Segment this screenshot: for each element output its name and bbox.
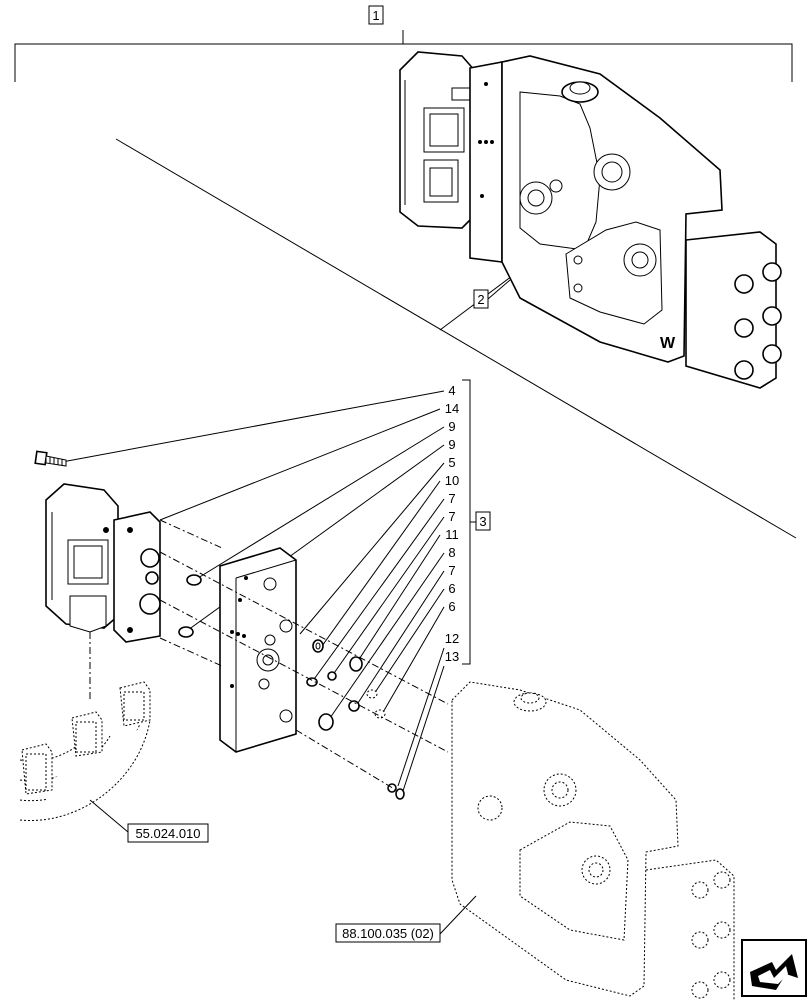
wiring-harness <box>19 681 151 822</box>
callout-10[interactable]: 10 <box>445 473 459 488</box>
callout-list: 3 4 14 9 9 5 10 7 7 11 8 7 6 6 12 13 <box>445 379 491 665</box>
callout-5[interactable]: 5 <box>448 455 455 470</box>
callout-box-1[interactable] <box>368 5 384 25</box>
callout-3: 3 <box>479 514 486 529</box>
valve-reference-group[interactable]: 88.100.035 (02) <box>335 895 477 943</box>
wiring-reference-label: 55.024.010 <box>135 826 200 841</box>
plug-parts-9 <box>178 574 202 638</box>
assembled-valve-section: W <box>399 51 782 389</box>
valve-reference-box[interactable] <box>335 923 441 943</box>
connector-b <box>71 711 103 757</box>
callout-2: 2 <box>477 292 484 307</box>
callout-11[interactable]: 11 <box>445 527 459 542</box>
callout-4[interactable]: 4 <box>448 383 455 398</box>
valve-body-phantom <box>451 681 735 1000</box>
next-page-arrow-icon[interactable] <box>741 939 807 997</box>
wiring-reference-group[interactable]: 55.024.010 <box>89 799 209 843</box>
seal-parts <box>306 639 405 800</box>
embossed-mark: W <box>660 335 676 352</box>
callout-6b[interactable]: 6 <box>448 599 455 614</box>
callout-12[interactable]: 12 <box>445 631 459 646</box>
callout-14[interactable]: 14 <box>445 401 459 416</box>
callout-9b[interactable]: 9 <box>448 437 455 452</box>
callout-7b[interactable]: 7 <box>448 509 455 524</box>
callout-6a[interactable]: 6 <box>448 581 455 596</box>
connector-c <box>21 743 53 795</box>
solenoid-actuator-part-14 <box>45 483 161 643</box>
connector-a <box>119 681 151 727</box>
spacer-plate-part-5 <box>219 547 297 753</box>
valve-reference-label: 88.100.035 (02) <box>342 926 434 941</box>
callout-7c[interactable]: 7 <box>448 563 455 578</box>
callout-9a[interactable]: 9 <box>448 419 455 434</box>
callout-1: 1 <box>372 8 379 23</box>
screw-part-4 <box>34 450 67 467</box>
assembly-axis-lines <box>89 519 449 791</box>
callout-box-3[interactable] <box>475 511 491 531</box>
callout-8[interactable]: 8 <box>448 545 455 560</box>
wiring-reference-box[interactable] <box>127 823 209 843</box>
callout-2-group[interactable]: 2 <box>473 279 511 309</box>
assembly-1-bracket: 1 <box>14 5 793 82</box>
callout-7a[interactable]: 7 <box>448 491 455 506</box>
callout-13[interactable]: 13 <box>445 649 459 664</box>
